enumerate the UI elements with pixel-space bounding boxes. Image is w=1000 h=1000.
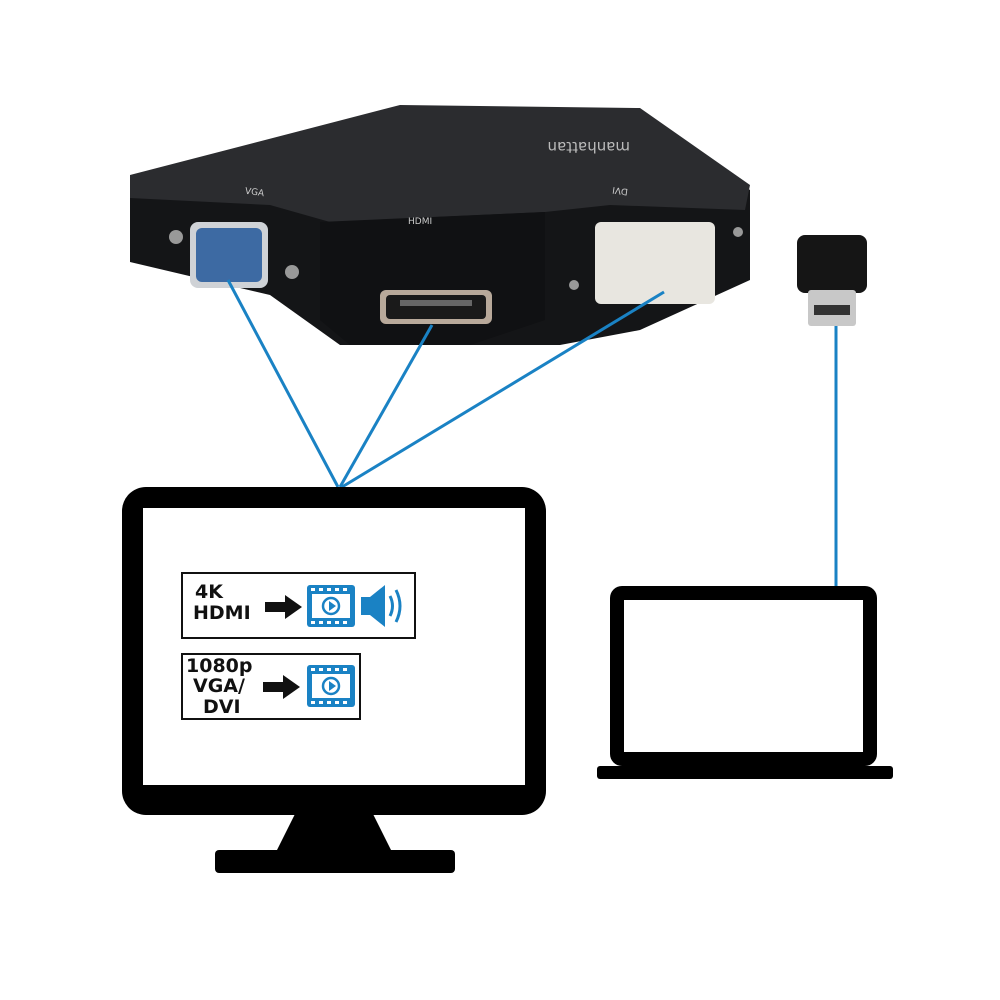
dvi-port — [595, 222, 715, 304]
arrow-icon — [263, 595, 302, 699]
vga-port-label: VGA — [244, 187, 265, 200]
brand-logo: manhattan — [548, 138, 630, 156]
laptop-icon — [597, 586, 893, 779]
mini-displayport-connector — [797, 235, 867, 326]
hdmi-output-type: HDMI — [193, 602, 251, 624]
adapter-device: manhattan VGA HDMI DVI — [130, 105, 750, 345]
video-icon — [307, 585, 355, 627]
hdmi-cable — [338, 324, 434, 488]
vga-dvi-output-resolution: 1080p — [186, 655, 253, 677]
cables — [226, 279, 838, 586]
hdmi-port-label: HDMI — [408, 217, 432, 227]
speaker-icon — [361, 585, 402, 627]
vga-cable — [226, 279, 340, 488]
vga-dvi-output-box — [181, 653, 361, 720]
hdmi-output-box — [181, 572, 416, 639]
monitor-icon — [122, 487, 546, 873]
video-icon — [307, 665, 355, 707]
dvi-output-type: DVI — [203, 696, 241, 718]
vga-output-type: VGA/ — [193, 675, 245, 697]
dvi-cable — [341, 290, 665, 489]
dvi-port-label: DVI — [612, 184, 629, 196]
hdmi-output-resolution: 4K — [195, 581, 223, 603]
